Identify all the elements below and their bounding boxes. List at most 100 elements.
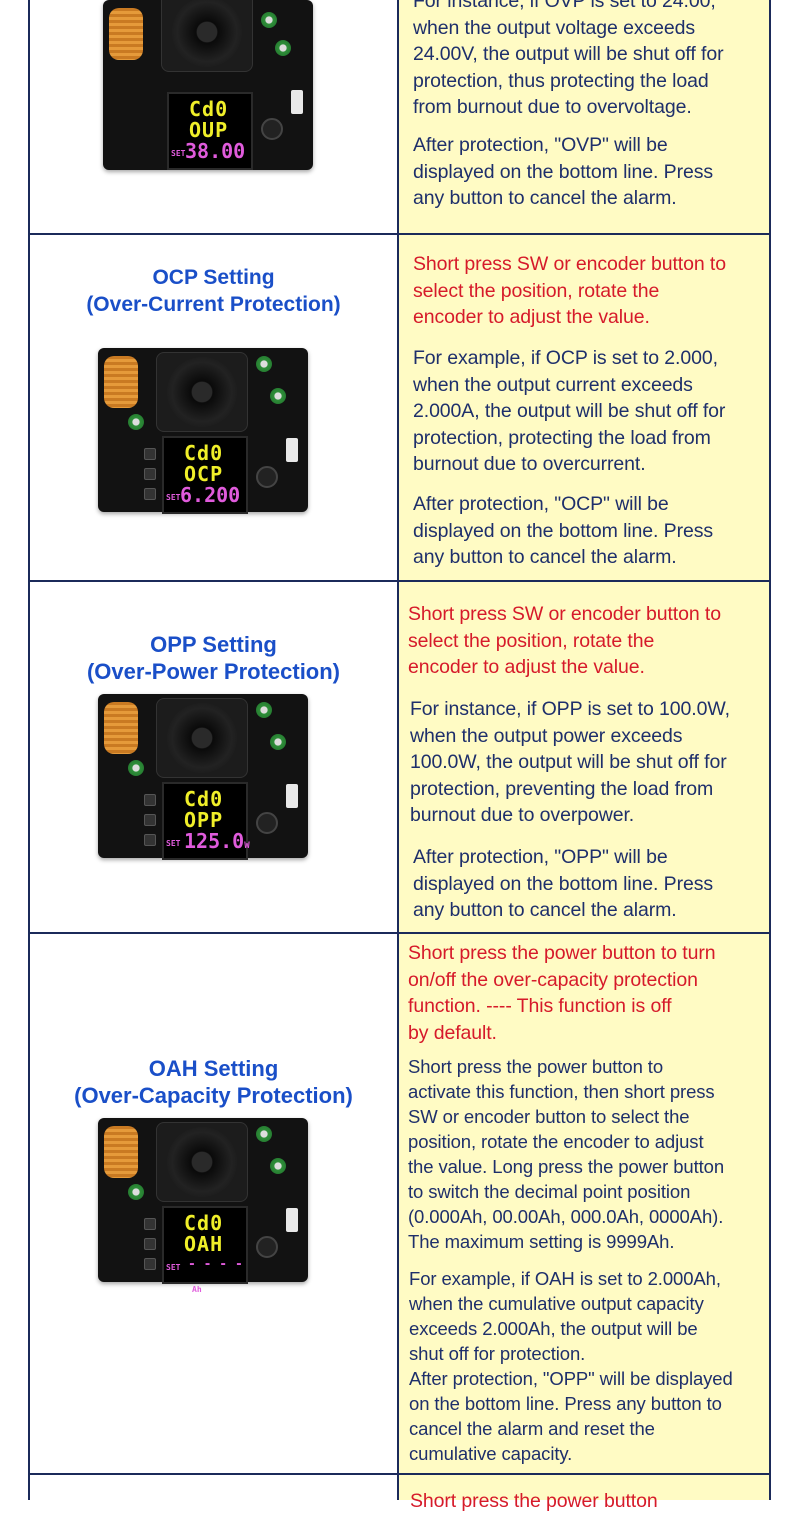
text-line: shut off for protection. xyxy=(409,1343,586,1364)
board-image-opp: Cd0 OPP SET 125.0W xyxy=(98,694,308,860)
title-line: OPP Setting xyxy=(150,632,277,657)
text-line: on the bottom line. Press any button to xyxy=(409,1393,722,1414)
text-line: After protection, "OPP" will be displaye… xyxy=(409,1368,733,1389)
lcd-set-label: SET xyxy=(166,493,181,502)
text-line: displayed on the bottom line. Press xyxy=(413,519,714,542)
lcd-line3: 38.00 xyxy=(185,139,246,163)
board-image-ovp: Cd0 OUP SET 38.00 xyxy=(103,0,313,170)
inductor-coil xyxy=(104,1126,138,1178)
text-line: when the output voltage exceeds xyxy=(413,16,696,39)
text-line: 24.00V, the output will be shut off for xyxy=(413,43,724,65)
lcd-value: - - - - xyxy=(188,1257,243,1272)
oah-title: OAH Setting (Over-Capacity Protection) xyxy=(30,1055,397,1109)
text-line: encoder to adjust the value. xyxy=(413,306,650,328)
capacitor xyxy=(270,734,286,750)
inductor-coil xyxy=(104,356,138,408)
opp-instruction-text: Short press SW or encoder button to sele… xyxy=(408,601,721,681)
connector xyxy=(286,438,298,462)
text-line: when the output current exceeds xyxy=(413,373,693,396)
inductor-coil xyxy=(104,702,138,754)
subtitle-line: (Over-Current Protection) xyxy=(86,293,341,316)
button xyxy=(144,1238,156,1250)
text-line: After protection, "OVP" will be xyxy=(413,134,668,156)
fan xyxy=(156,698,248,778)
text-line: burnout due to overpower. xyxy=(410,804,635,826)
text-line: to switch the decimal point position xyxy=(408,1181,691,1202)
text-line: For example, if OCP is set to 2.000, xyxy=(413,347,718,369)
text-line: The maximum setting is 9999Ah. xyxy=(408,1231,675,1252)
text-line: the value. Long press the power button xyxy=(408,1156,725,1177)
text-line: SW or encoder button to select the xyxy=(408,1106,690,1127)
text-line: 100.0W, the output will be shut off for xyxy=(410,751,727,773)
lcd-line2: OCP xyxy=(184,462,224,486)
text-line: cumulative capacity. xyxy=(409,1443,573,1464)
connector xyxy=(286,1208,298,1232)
oah-description-text: Short press the power button to activate… xyxy=(408,1054,724,1254)
button xyxy=(144,794,156,806)
encoder-knob xyxy=(256,812,278,834)
opp-title: OPP Setting (Over-Power Protection) xyxy=(30,631,397,685)
ocp-example-text: For example, if OCP is set to 2.000, whe… xyxy=(413,345,725,478)
lcd-unit: W xyxy=(244,841,250,851)
lcd-set-label: SET xyxy=(171,149,186,158)
button xyxy=(144,814,156,826)
text-line: encoder to adjust the value. xyxy=(408,656,645,678)
lcd-line2: OAH xyxy=(184,1232,224,1256)
spec-table xyxy=(28,0,771,1500)
lcd-screen: Cd0 OPP SET 125.0W xyxy=(162,782,250,860)
lcd-screen: Cd0 OCP SET 6.200 xyxy=(162,436,248,514)
text-line: any button to cancel the alarm. xyxy=(413,546,677,568)
text-line: (0.000Ah, 00.00Ah, 000.0Ah, 0000Ah). xyxy=(408,1206,724,1227)
lcd-set-label: SET xyxy=(166,1263,181,1272)
text-line: function. ---- This function is off xyxy=(408,995,672,1017)
connector xyxy=(291,90,303,114)
encoder-knob xyxy=(256,466,278,488)
row-divider xyxy=(28,932,771,934)
text-line: when the output power exceeds xyxy=(410,724,683,747)
text-line: protection, preventing the load from xyxy=(410,777,714,800)
text-line: any button to cancel the alarm. xyxy=(413,187,677,209)
text-line: exceeds 2.000Ah, the output will be xyxy=(409,1318,698,1339)
lcd-line1: Cd0 xyxy=(184,1211,224,1235)
text-line: For instance, if OPP is set to 100.0W, xyxy=(410,698,730,720)
oah-example-text: For example, if OAH is set to 2.000Ah, w… xyxy=(409,1266,733,1466)
board-image-ocp: Cd0 OCP SET 6.200 xyxy=(98,348,308,514)
text-line: Short press the power button to turn xyxy=(408,942,716,964)
inductor-coil xyxy=(109,8,143,60)
text-line: Short press the power button to xyxy=(408,1056,664,1077)
opp-after-text: After protection, "OPP" will be displaye… xyxy=(413,844,713,924)
connector xyxy=(286,784,298,808)
text-line: displayed on the bottom line. Press xyxy=(413,160,714,183)
next-row-partial-text: Short press the power button xyxy=(410,1490,658,1512)
column-divider xyxy=(397,0,399,1500)
text-line: Short press SW or encoder button to xyxy=(408,603,721,625)
text-line: select the position, rotate the xyxy=(408,629,655,652)
ovp-example-text: For instance, if OVP is set to 24.00, wh… xyxy=(413,0,724,121)
lcd-line2: OPP xyxy=(184,808,224,832)
text-line: activate this function, then short press xyxy=(408,1081,715,1102)
row-divider xyxy=(28,1473,771,1475)
lcd-line3: 125.0W xyxy=(184,829,250,858)
button xyxy=(144,488,156,500)
text-line: After protection, "OCP" will be xyxy=(413,493,669,515)
board-image-oah: Cd0 OAH SET - - - - Ah xyxy=(98,1118,308,1294)
ovp-after-text: After protection, "OVP" will be displaye… xyxy=(413,132,713,212)
lcd-line2: OUP xyxy=(189,118,229,142)
text-line: position, rotate the encoder to adjust xyxy=(408,1131,704,1152)
title-line: OAH Setting xyxy=(148,1056,279,1081)
ocp-after-text: After protection, "OCP" will be displaye… xyxy=(413,491,713,571)
text-line: displayed on the bottom line. Press xyxy=(413,872,714,895)
opp-example-text: For instance, if OPP is set to 100.0W, w… xyxy=(410,696,730,829)
lcd-line1: Cd0 xyxy=(189,97,229,121)
text-line: by default. xyxy=(408,1021,497,1044)
lcd-line3: - - - - Ah xyxy=(188,1253,246,1302)
text-line: For instance, if OVP is set to 24.00, xyxy=(413,0,716,12)
lcd-screen: Cd0 OUP SET 38.00 xyxy=(167,92,253,170)
text-line: 2.000A, the output will be shut off for xyxy=(413,400,726,422)
ocp-title: OCP Setting (Over-Current Protection) xyxy=(30,264,397,318)
capacitor xyxy=(256,356,272,372)
lcd-line1: Cd0 xyxy=(184,787,224,811)
lcd-unit: Ah xyxy=(192,1285,202,1294)
fan xyxy=(161,0,253,72)
lcd-value: 125.0 xyxy=(184,829,245,853)
